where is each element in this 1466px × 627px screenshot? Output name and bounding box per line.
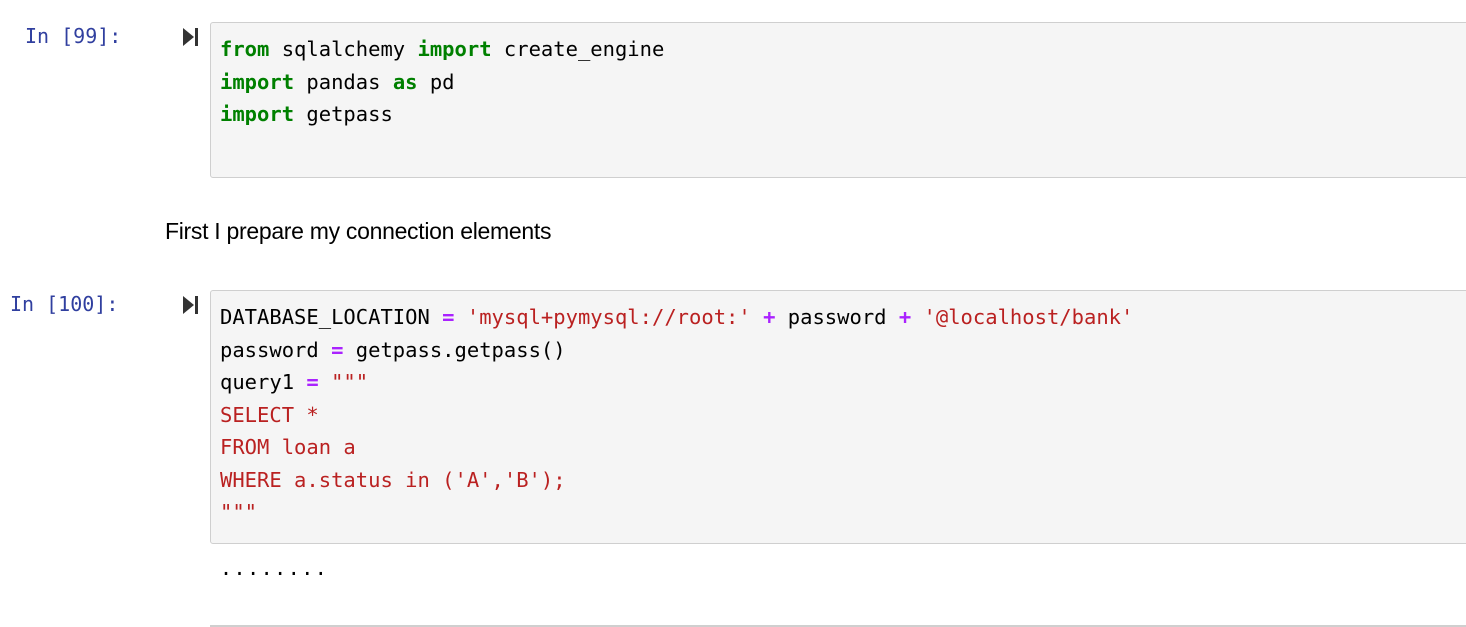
run-cell-icon[interactable]	[182, 27, 200, 47]
code-editor[interactable]: DATABASE_LOCATION = 'mysql+pymysql://roo…	[210, 290, 1466, 544]
keyword-token: import	[417, 37, 492, 61]
cell-prompt: In [100]:	[10, 292, 119, 316]
code-content: DATABASE_LOCATION = 'mysql+pymysql://roo…	[220, 301, 1133, 529]
code-token	[455, 305, 467, 329]
code-token: pd	[417, 69, 455, 94]
operator-token: =	[331, 337, 344, 362]
string-token: """	[331, 370, 369, 394]
code-editor[interactable]: from sqlalchemy import create_engine imp…	[210, 22, 1466, 178]
keyword-token: import	[220, 102, 295, 126]
operator-token: +	[763, 305, 776, 329]
markdown-cell-text: First I prepare my connection elements	[165, 218, 552, 244]
keyword-token: from	[220, 37, 270, 61]
code-token: password	[775, 305, 899, 329]
code-token: getpass.getpass()	[343, 337, 566, 362]
code-token: getpass	[294, 102, 393, 126]
code-token	[911, 305, 923, 329]
string-token: SELECT *	[220, 402, 319, 427]
cell-prompt: In [99]:	[25, 24, 122, 48]
code-token: DATABASE_LOCATION	[220, 305, 443, 329]
code-token: pandas	[294, 69, 393, 94]
string-token: '@localhost/bank'	[923, 305, 1134, 329]
code-content: from sqlalchemy import create_engine imp…	[220, 33, 664, 131]
code-token: sqlalchemy	[269, 37, 418, 61]
string-token: """	[220, 500, 258, 524]
run-cell-icon[interactable]	[182, 295, 200, 315]
string-token: WHERE a.status in ('A','B');	[220, 467, 566, 492]
operator-token: +	[898, 305, 912, 329]
keyword-token: as	[392, 69, 418, 94]
keyword-token: import	[220, 69, 295, 94]
cell-output: ........	[220, 556, 329, 580]
operator-token: =	[442, 305, 455, 329]
string-token: FROM loan a	[220, 435, 356, 459]
code-token: create_engine	[491, 37, 665, 61]
string-token: 'mysql+pymysql://root:'	[466, 305, 751, 329]
operator-token: =	[306, 370, 319, 394]
code-token	[319, 370, 331, 394]
code-token: query1	[220, 370, 307, 394]
next-cell-border	[210, 625, 1466, 627]
code-token	[751, 305, 763, 329]
code-token: password	[220, 337, 332, 362]
